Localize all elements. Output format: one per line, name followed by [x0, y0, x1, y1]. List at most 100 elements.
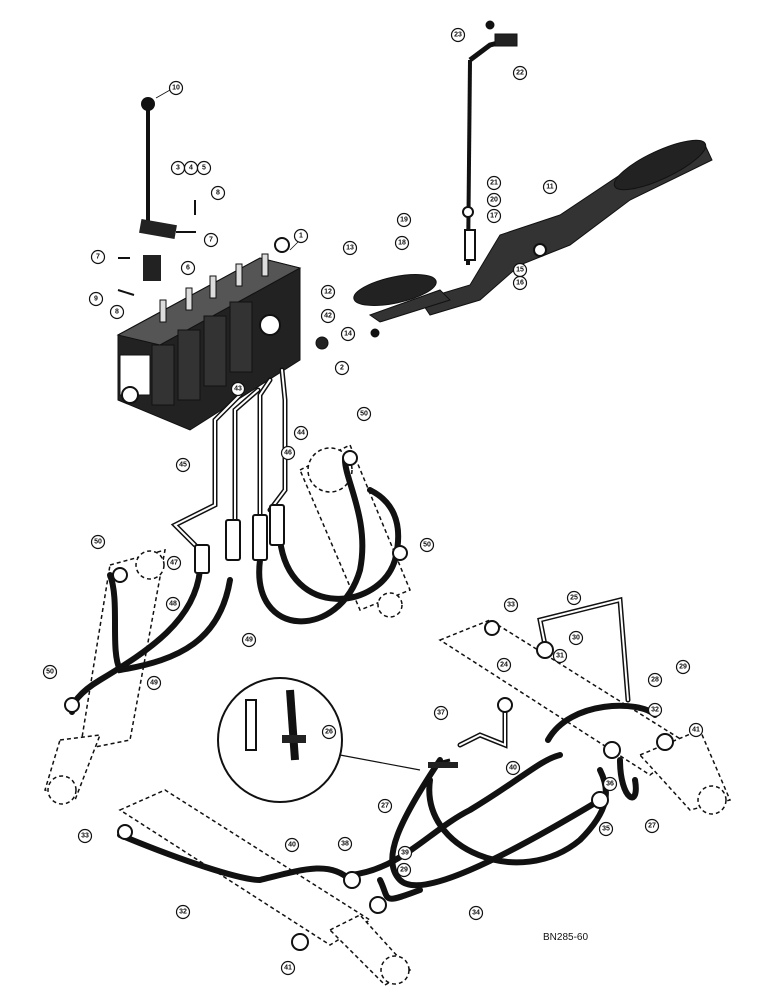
callout-28: 28: [647, 672, 663, 688]
callout-48: 48: [165, 596, 181, 612]
lever-knob-icon: [141, 97, 155, 111]
callout-27b: 27: [644, 818, 660, 834]
callout-5: 5: [196, 160, 212, 176]
svg-text:50: 50: [360, 411, 368, 418]
left-cylinder: [44, 548, 166, 805]
svg-text:7: 7: [209, 237, 213, 244]
callout-29b: 29: [396, 862, 412, 878]
callout-50b: 50: [419, 537, 435, 553]
callout-43: 43: [230, 381, 246, 397]
svg-text:28: 28: [651, 677, 659, 684]
foot-pedal-assembly: [315, 20, 713, 350]
callout-14: 14: [340, 326, 356, 342]
svg-text:44: 44: [297, 430, 305, 437]
svg-text:42: 42: [324, 313, 332, 320]
callout-15: 15: [512, 262, 528, 278]
callout-23: 23: [450, 27, 466, 43]
svg-text:34: 34: [472, 910, 480, 917]
svg-text:40: 40: [509, 765, 517, 772]
lower-cylinder: [118, 789, 412, 986]
svg-text:39: 39: [401, 850, 409, 857]
callout-50d: 50: [42, 664, 58, 680]
callout-11: 11: [542, 179, 558, 195]
callout-25: 25: [566, 590, 582, 606]
callout-markers: 1 2 3 4 5 6 7 7 8 8 9 10 11 12 13 14 15 …: [42, 27, 704, 976]
svg-text:17: 17: [490, 213, 498, 220]
svg-text:29: 29: [679, 664, 687, 671]
callout-34: 34: [468, 905, 484, 921]
callout-10: 10: [155, 80, 184, 99]
control-valve-assembly: [116, 237, 302, 431]
callout-29a: 29: [675, 659, 691, 675]
callout-50a: 50: [356, 406, 372, 422]
svg-text:8: 8: [216, 190, 220, 197]
svg-text:15: 15: [516, 267, 524, 274]
callout-41a: 41: [688, 722, 704, 738]
callout-50c: 50: [90, 534, 106, 550]
control-lever: [117, 97, 196, 296]
svg-text:37: 37: [437, 710, 445, 717]
svg-text:35: 35: [602, 826, 610, 833]
callout-36: 36: [602, 776, 618, 792]
callout-26: 26: [321, 724, 337, 740]
svg-text:49: 49: [150, 680, 158, 687]
svg-text:43: 43: [234, 386, 242, 393]
center-cylinder: [299, 443, 411, 618]
svg-text:12: 12: [324, 289, 332, 296]
callout-31: 31: [552, 648, 568, 664]
svg-text:14: 14: [344, 331, 352, 338]
callout-33a: 33: [503, 597, 519, 613]
callout-2: 2: [334, 360, 350, 376]
svg-text:50: 50: [423, 542, 431, 549]
svg-text:48: 48: [169, 601, 177, 608]
svg-text:8: 8: [115, 309, 119, 316]
svg-text:47: 47: [170, 560, 178, 567]
svg-text:10: 10: [172, 85, 180, 92]
svg-text:27: 27: [381, 803, 389, 810]
callout-38: 38: [337, 836, 353, 852]
svg-text:33: 33: [81, 833, 89, 840]
svg-text:49: 49: [245, 637, 253, 644]
callout-18: 18: [394, 235, 410, 251]
callout-27a: 27: [377, 798, 393, 814]
svg-text:45: 45: [179, 462, 187, 469]
svg-text:25: 25: [570, 595, 578, 602]
fittings: [64, 450, 674, 951]
svg-text:3: 3: [176, 165, 180, 172]
callout-37: 37: [433, 705, 449, 721]
svg-text:16: 16: [516, 280, 524, 287]
svg-text:23: 23: [454, 32, 462, 39]
svg-text:50: 50: [46, 669, 54, 676]
right-cylinder: [438, 619, 732, 815]
svg-text:21: 21: [490, 180, 498, 187]
callout-20: 20: [486, 192, 502, 208]
callout-32b: 32: [175, 904, 191, 920]
svg-text:31: 31: [556, 653, 564, 660]
callout-49a: 49: [241, 632, 257, 648]
svg-text:6: 6: [186, 265, 190, 272]
svg-text:13: 13: [346, 245, 354, 252]
svg-text:22: 22: [516, 70, 524, 77]
callout-24: 24: [496, 657, 512, 673]
svg-text:41: 41: [692, 727, 700, 734]
callout-39: 39: [397, 845, 413, 861]
svg-text:4: 4: [189, 165, 193, 172]
svg-text:40: 40: [288, 842, 296, 849]
svg-text:32: 32: [179, 909, 187, 916]
svg-text:5: 5: [202, 165, 206, 172]
hose-lines: [68, 367, 658, 902]
svg-text:1: 1: [299, 233, 303, 240]
callout-3: 3: [170, 160, 186, 176]
svg-text:41: 41: [284, 965, 292, 972]
callout-35: 35: [598, 821, 614, 837]
callout-6: 6: [180, 260, 196, 276]
callout-4: 4: [183, 160, 199, 176]
callout-41b: 41: [280, 960, 296, 976]
callout-49b: 49: [146, 675, 162, 691]
svg-text:50: 50: [94, 539, 102, 546]
callout-7a: 7: [90, 249, 106, 265]
callout-46: 46: [280, 445, 296, 461]
callout-22: 22: [512, 65, 528, 81]
drawing-code-label: BN285-60: [543, 932, 588, 943]
